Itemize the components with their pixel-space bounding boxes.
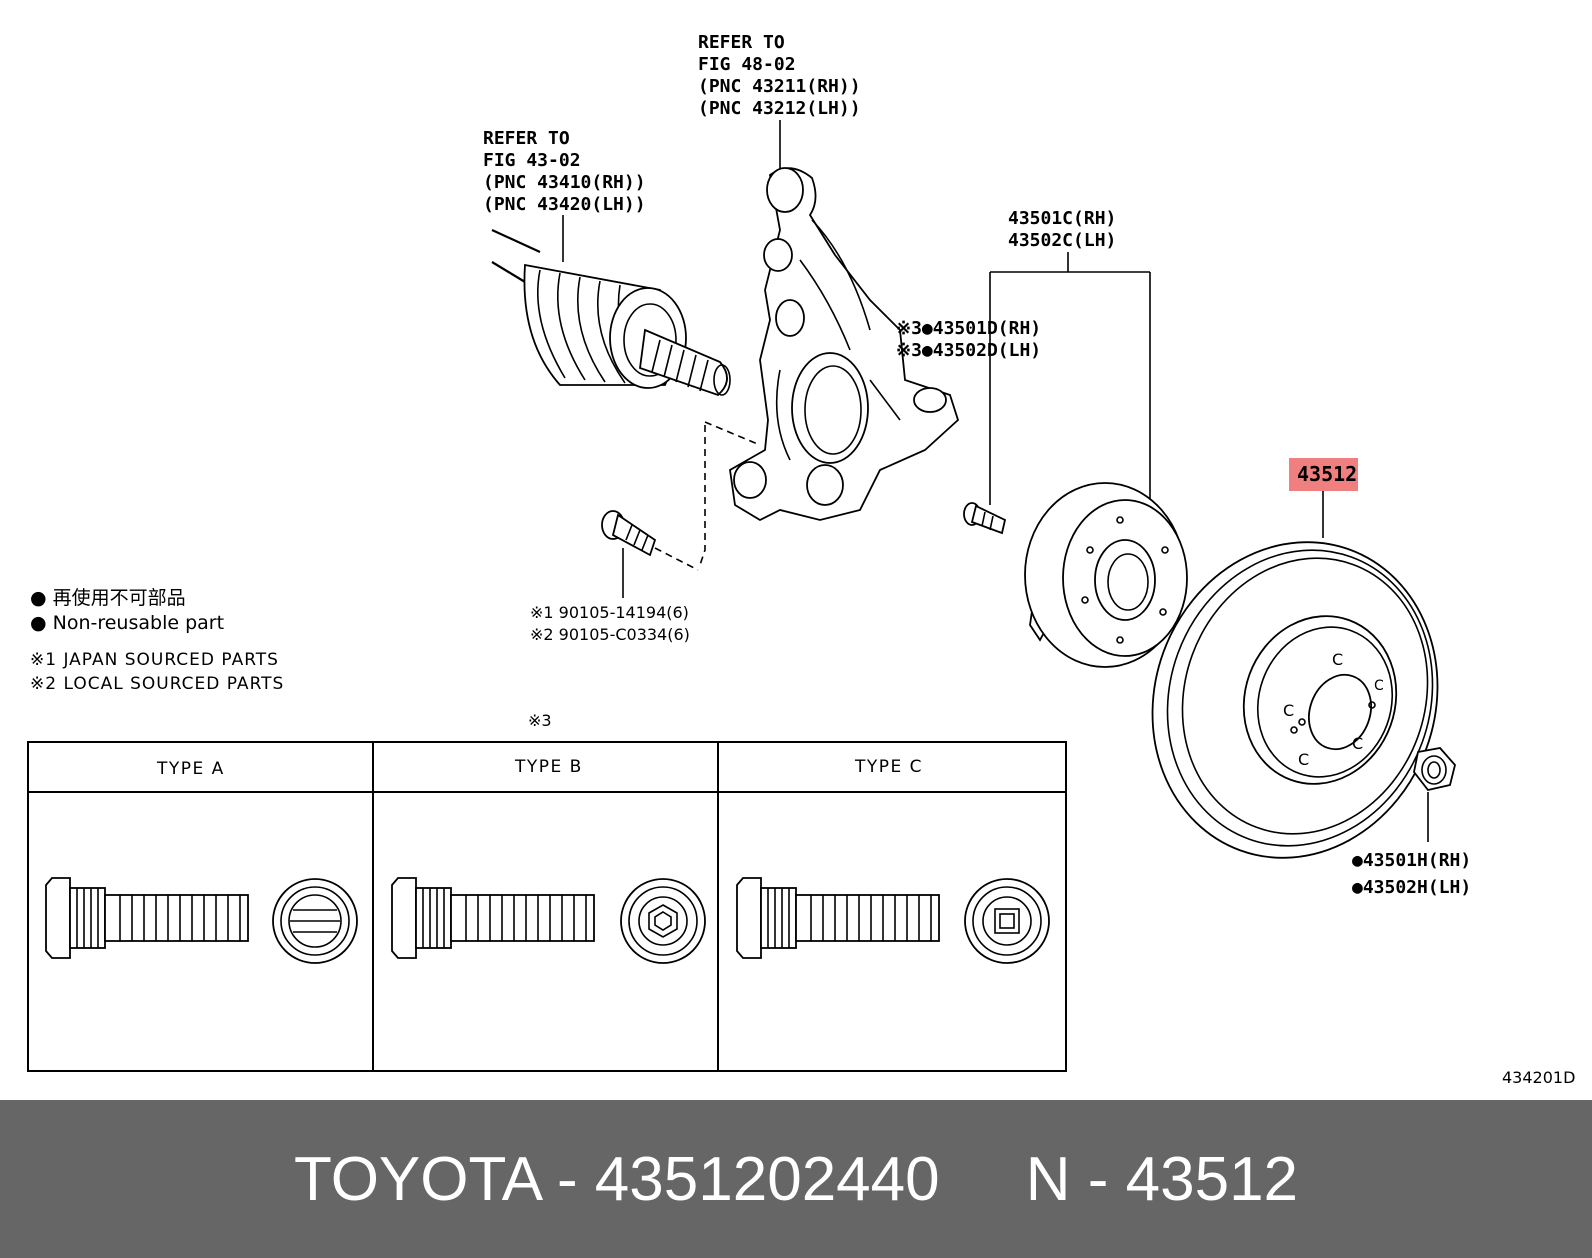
- knuckle-reference-label: REFER TO FIG 48-02 (PNC 43211(RH)) (PNC …: [698, 32, 861, 119]
- svg-text:※1 JAPAN SOURCED PARTS: ※1 JAPAN SOURCED PARTS: [30, 650, 279, 670]
- figure-code: 434201D: [1502, 1068, 1575, 1087]
- svg-text:C: C: [1374, 678, 1384, 694]
- svg-text:●43502H(LH): ●43502H(LH): [1352, 877, 1471, 898]
- svg-text:REFER TO: REFER TO: [483, 128, 570, 149]
- knuckle-bolt-illustration: [601, 510, 699, 571]
- svg-text:43501C(RH): 43501C(RH): [1008, 208, 1116, 229]
- hub-bearing-illustration: [1024, 482, 1188, 668]
- svg-text:(PNC 43212(LH)): (PNC 43212(LH)): [698, 98, 861, 119]
- type-b-stud-illustration: [391, 877, 706, 964]
- svg-text:(PNC 43211(RH)): (PNC 43211(RH)): [698, 76, 861, 97]
- legend: ● 再使用不可部品 ● Non-reusable part ※1 JAPAN S…: [30, 587, 284, 694]
- highlighted-part-label[interactable]: 43512: [1297, 462, 1357, 486]
- svg-text:C: C: [1283, 701, 1294, 720]
- svg-text:REFER TO: REFER TO: [698, 32, 785, 53]
- bolt-assembly-dashline: [699, 421, 761, 566]
- type-c-header: TYPE C: [854, 757, 923, 777]
- svg-text:FIG 43-02: FIG 43-02: [483, 150, 581, 171]
- hub-assembly-label: 43501C(RH) 43502C(LH): [1008, 208, 1116, 251]
- type-c-stud-illustration: [736, 877, 1050, 964]
- footer-part-number: TOYOTA - 4351202440 N - 43512: [293, 1144, 1299, 1214]
- svg-text:C: C: [1298, 750, 1309, 769]
- hub-bolt-illustration: [963, 502, 1007, 535]
- svg-text:(PNC 43420(LH)): (PNC 43420(LH)): [483, 194, 646, 215]
- drive-shaft-illustration: [491, 229, 731, 397]
- svg-text:C: C: [1332, 650, 1343, 669]
- steering-knuckle-illustration: [729, 167, 960, 522]
- nut-part-labels: ●43501H(RH) ●43502H(LH): [1352, 850, 1471, 898]
- svg-text:43502C(LH): 43502C(LH): [1008, 230, 1116, 251]
- svg-text:● 再使用不可部品: ● 再使用不可部品: [30, 587, 186, 609]
- type-a-stud-illustration: [45, 877, 358, 964]
- svg-text:(PNC 43410(RH)): (PNC 43410(RH)): [483, 172, 646, 193]
- svg-text:※3●43502D(LH): ※3●43502D(LH): [896, 340, 1041, 361]
- hub-bracket-line: [989, 252, 1151, 505]
- svg-text:※3●43501D(RH): ※3●43501D(RH): [896, 318, 1041, 339]
- table-mark: ※3: [528, 711, 552, 730]
- highlight-box: [1289, 458, 1358, 491]
- svg-text:● Non-reusable part: ● Non-reusable part: [30, 612, 224, 634]
- svg-text:FIG 48-02: FIG 48-02: [698, 54, 796, 75]
- bolt-part-labels: ※1 90105-14194(6) ※2 90105-C0334(6): [530, 603, 690, 644]
- bolt-type-table: TYPE A TYPE B TYPE C: [27, 741, 1067, 1072]
- shaft-reference-label: REFER TO FIG 43-02 (PNC 43410(RH)) (PNC …: [483, 128, 646, 215]
- hub-bolt-label: ※3●43501D(RH) ※3●43502D(LH): [896, 318, 1041, 361]
- svg-text:※2 90105-C0334(6): ※2 90105-C0334(6): [530, 625, 690, 644]
- type-a-header: TYPE A: [156, 759, 225, 779]
- brake-rotor-illustration: C C C C C: [1151, 541, 1439, 859]
- svg-text:●43501H(RH): ●43501H(RH): [1352, 850, 1471, 871]
- svg-text:※2 LOCAL SOURCED PARTS: ※2 LOCAL SOURCED PARTS: [30, 674, 284, 694]
- type-b-header: TYPE B: [514, 757, 583, 777]
- svg-text:※1 90105-14194(6): ※1 90105-14194(6): [530, 603, 689, 622]
- svg-text:C: C: [1352, 734, 1363, 753]
- footer-banner: TOYOTA - 4351202440 N - 43512: [0, 1100, 1592, 1258]
- hub-nut-illustration: [1413, 747, 1456, 792]
- parts-diagram: REFER TO FIG 48-02 (PNC 43211(RH)) (PNC …: [27, 32, 1575, 1087]
